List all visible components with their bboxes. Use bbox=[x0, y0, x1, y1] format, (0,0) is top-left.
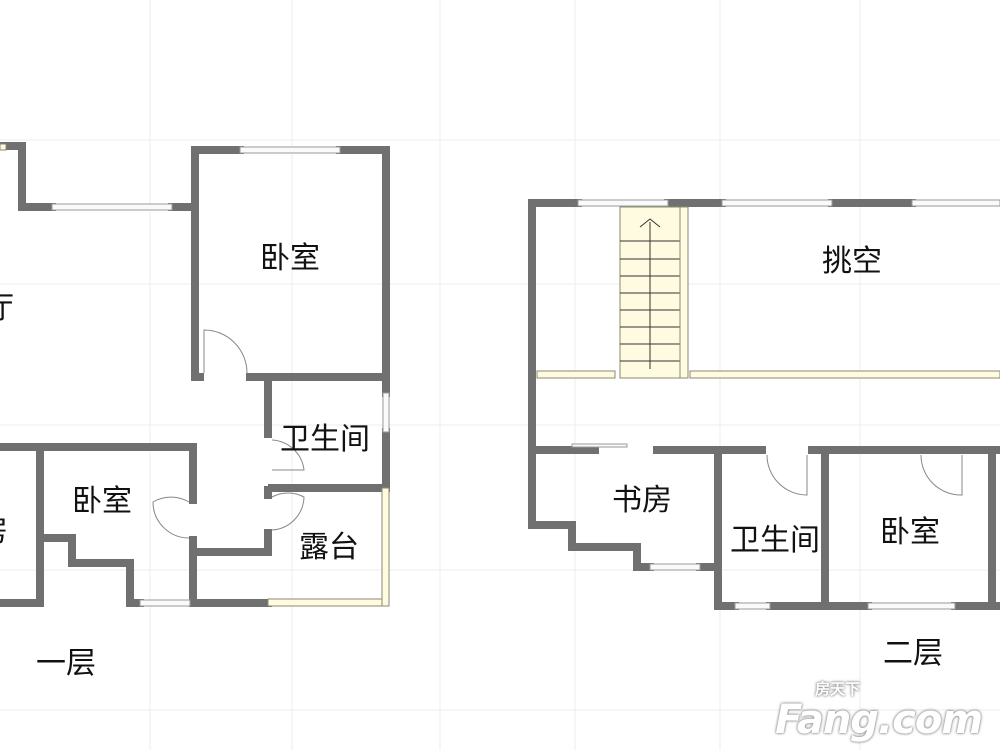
stair-railing bbox=[679, 206, 689, 379]
room-label-void: 挑空 bbox=[822, 244, 882, 279]
floor1-walls bbox=[0, 142, 390, 607]
room-label-bedroom-second: 卧室 bbox=[72, 484, 132, 519]
room-label-terrace: 露台 bbox=[299, 530, 359, 565]
staircase bbox=[536, 206, 1000, 379]
sliding-door bbox=[571, 443, 628, 448]
void-railing-left bbox=[536, 370, 616, 379]
floor2-windows bbox=[571, 199, 1000, 610]
room-label-left-partial: 房 bbox=[0, 514, 8, 549]
void-railing-right bbox=[689, 370, 1000, 379]
watermark-brand: Fang.com bbox=[775, 697, 983, 743]
room-label-bedroom-2f: 卧室 bbox=[880, 515, 940, 550]
watermark-logo: 房天下 Fang.com bbox=[775, 680, 983, 743]
terrace-railing bbox=[267, 598, 387, 607]
floor2-walls bbox=[528, 199, 1000, 610]
watermark-cn: 房天下 bbox=[815, 680, 861, 698]
floor1-windows bbox=[0, 143, 390, 607]
floor2-caption: 二层 bbox=[883, 636, 943, 671]
room-label-bathroom-1f: 卫生间 bbox=[280, 422, 370, 457]
floor1-doors bbox=[152, 329, 305, 539]
room-label-bathroom-2f: 卫生间 bbox=[730, 523, 820, 558]
floor2-doors bbox=[766, 454, 963, 496]
room-label-living-partial: 厅 bbox=[0, 291, 14, 326]
floor1-caption: 一层 bbox=[36, 646, 96, 681]
room-label-bedroom-main: 卧室 bbox=[260, 241, 320, 276]
room-label-study: 书房 bbox=[612, 483, 672, 518]
terrace-railing-side bbox=[381, 487, 390, 607]
